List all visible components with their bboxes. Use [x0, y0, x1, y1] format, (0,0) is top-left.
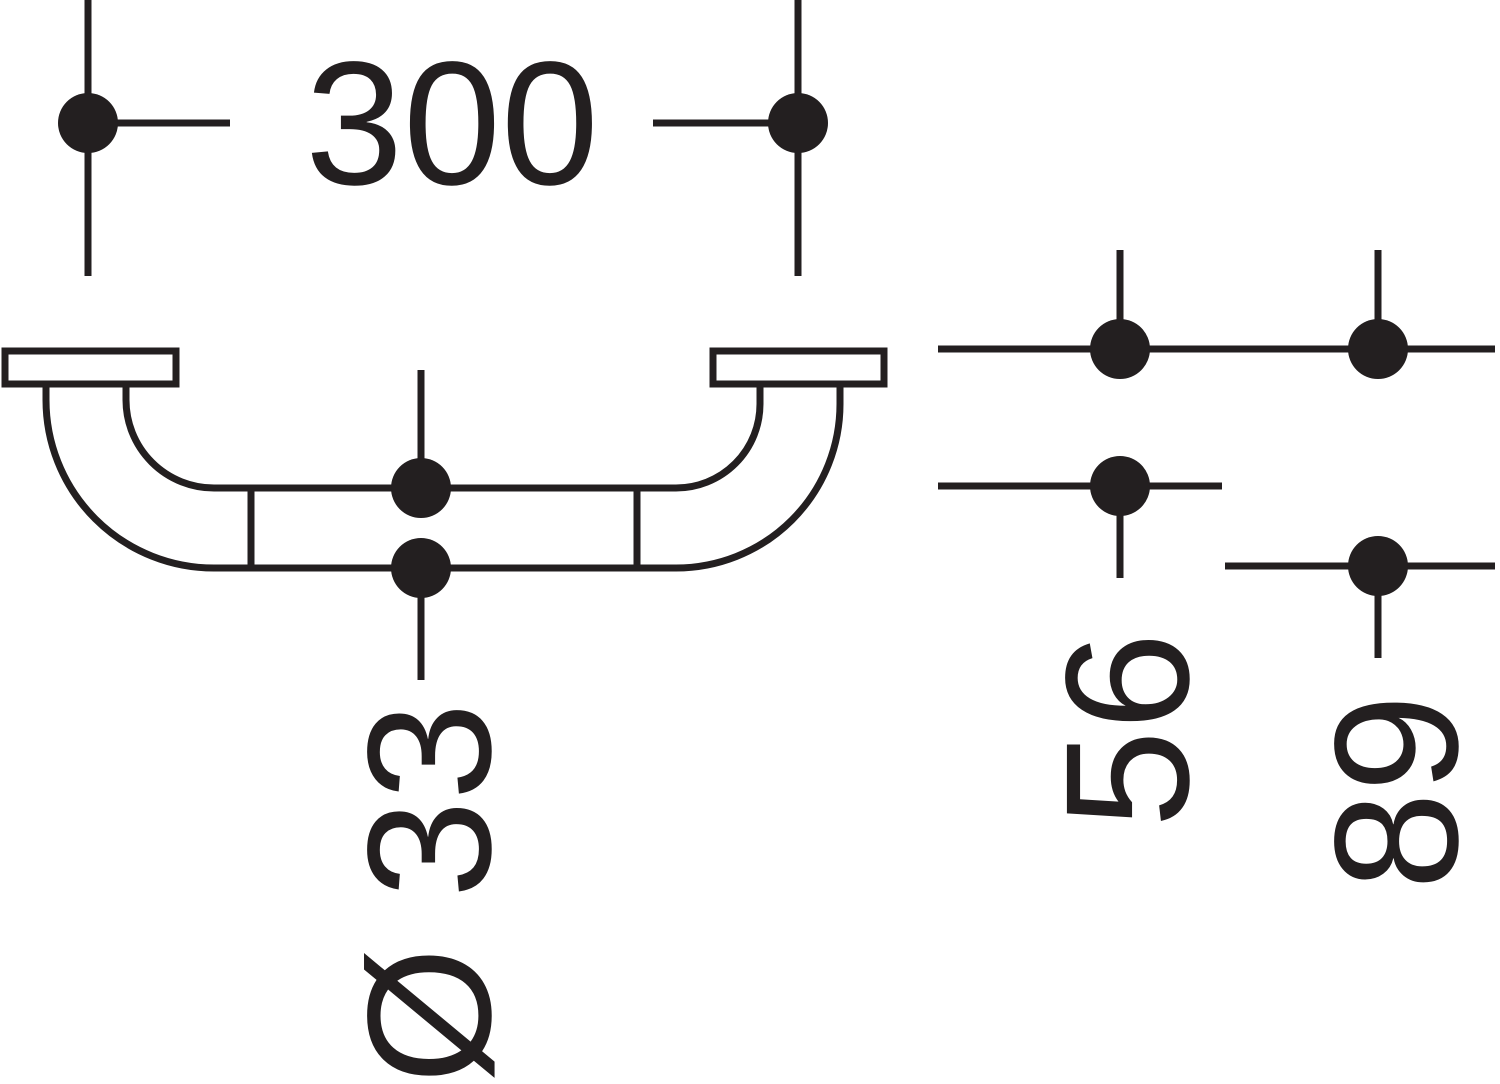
grab-bar-outline [1, 347, 888, 572]
inner-projection-dimension: 56 [938, 250, 1226, 828]
length-terminator-right [768, 93, 828, 153]
diameter-terminator-top [391, 458, 451, 518]
length-label: 300 [305, 26, 599, 222]
diameter-terminator-bottom [391, 538, 451, 598]
mounting-flange-left [1, 347, 180, 388]
outer-projection-terminator-top [1348, 319, 1408, 379]
outer-projection-dimension: 89 [1225, 250, 1495, 890]
diameter-dimension: Ø 33 [332, 370, 528, 1084]
mounting-flange-right [709, 347, 888, 388]
inner-projection-terminator-top [1090, 319, 1150, 379]
outer-projection-label: 89 [1299, 694, 1495, 890]
diameter-label: Ø 33 [332, 702, 528, 1084]
outer-projection-terminator-bottom [1348, 536, 1408, 596]
length-terminator-left [58, 93, 118, 153]
length-dimension: 300 [58, 0, 828, 276]
inner-projection-terminator-bottom [1090, 456, 1150, 516]
inner-projection-label: 56 [1030, 632, 1226, 828]
